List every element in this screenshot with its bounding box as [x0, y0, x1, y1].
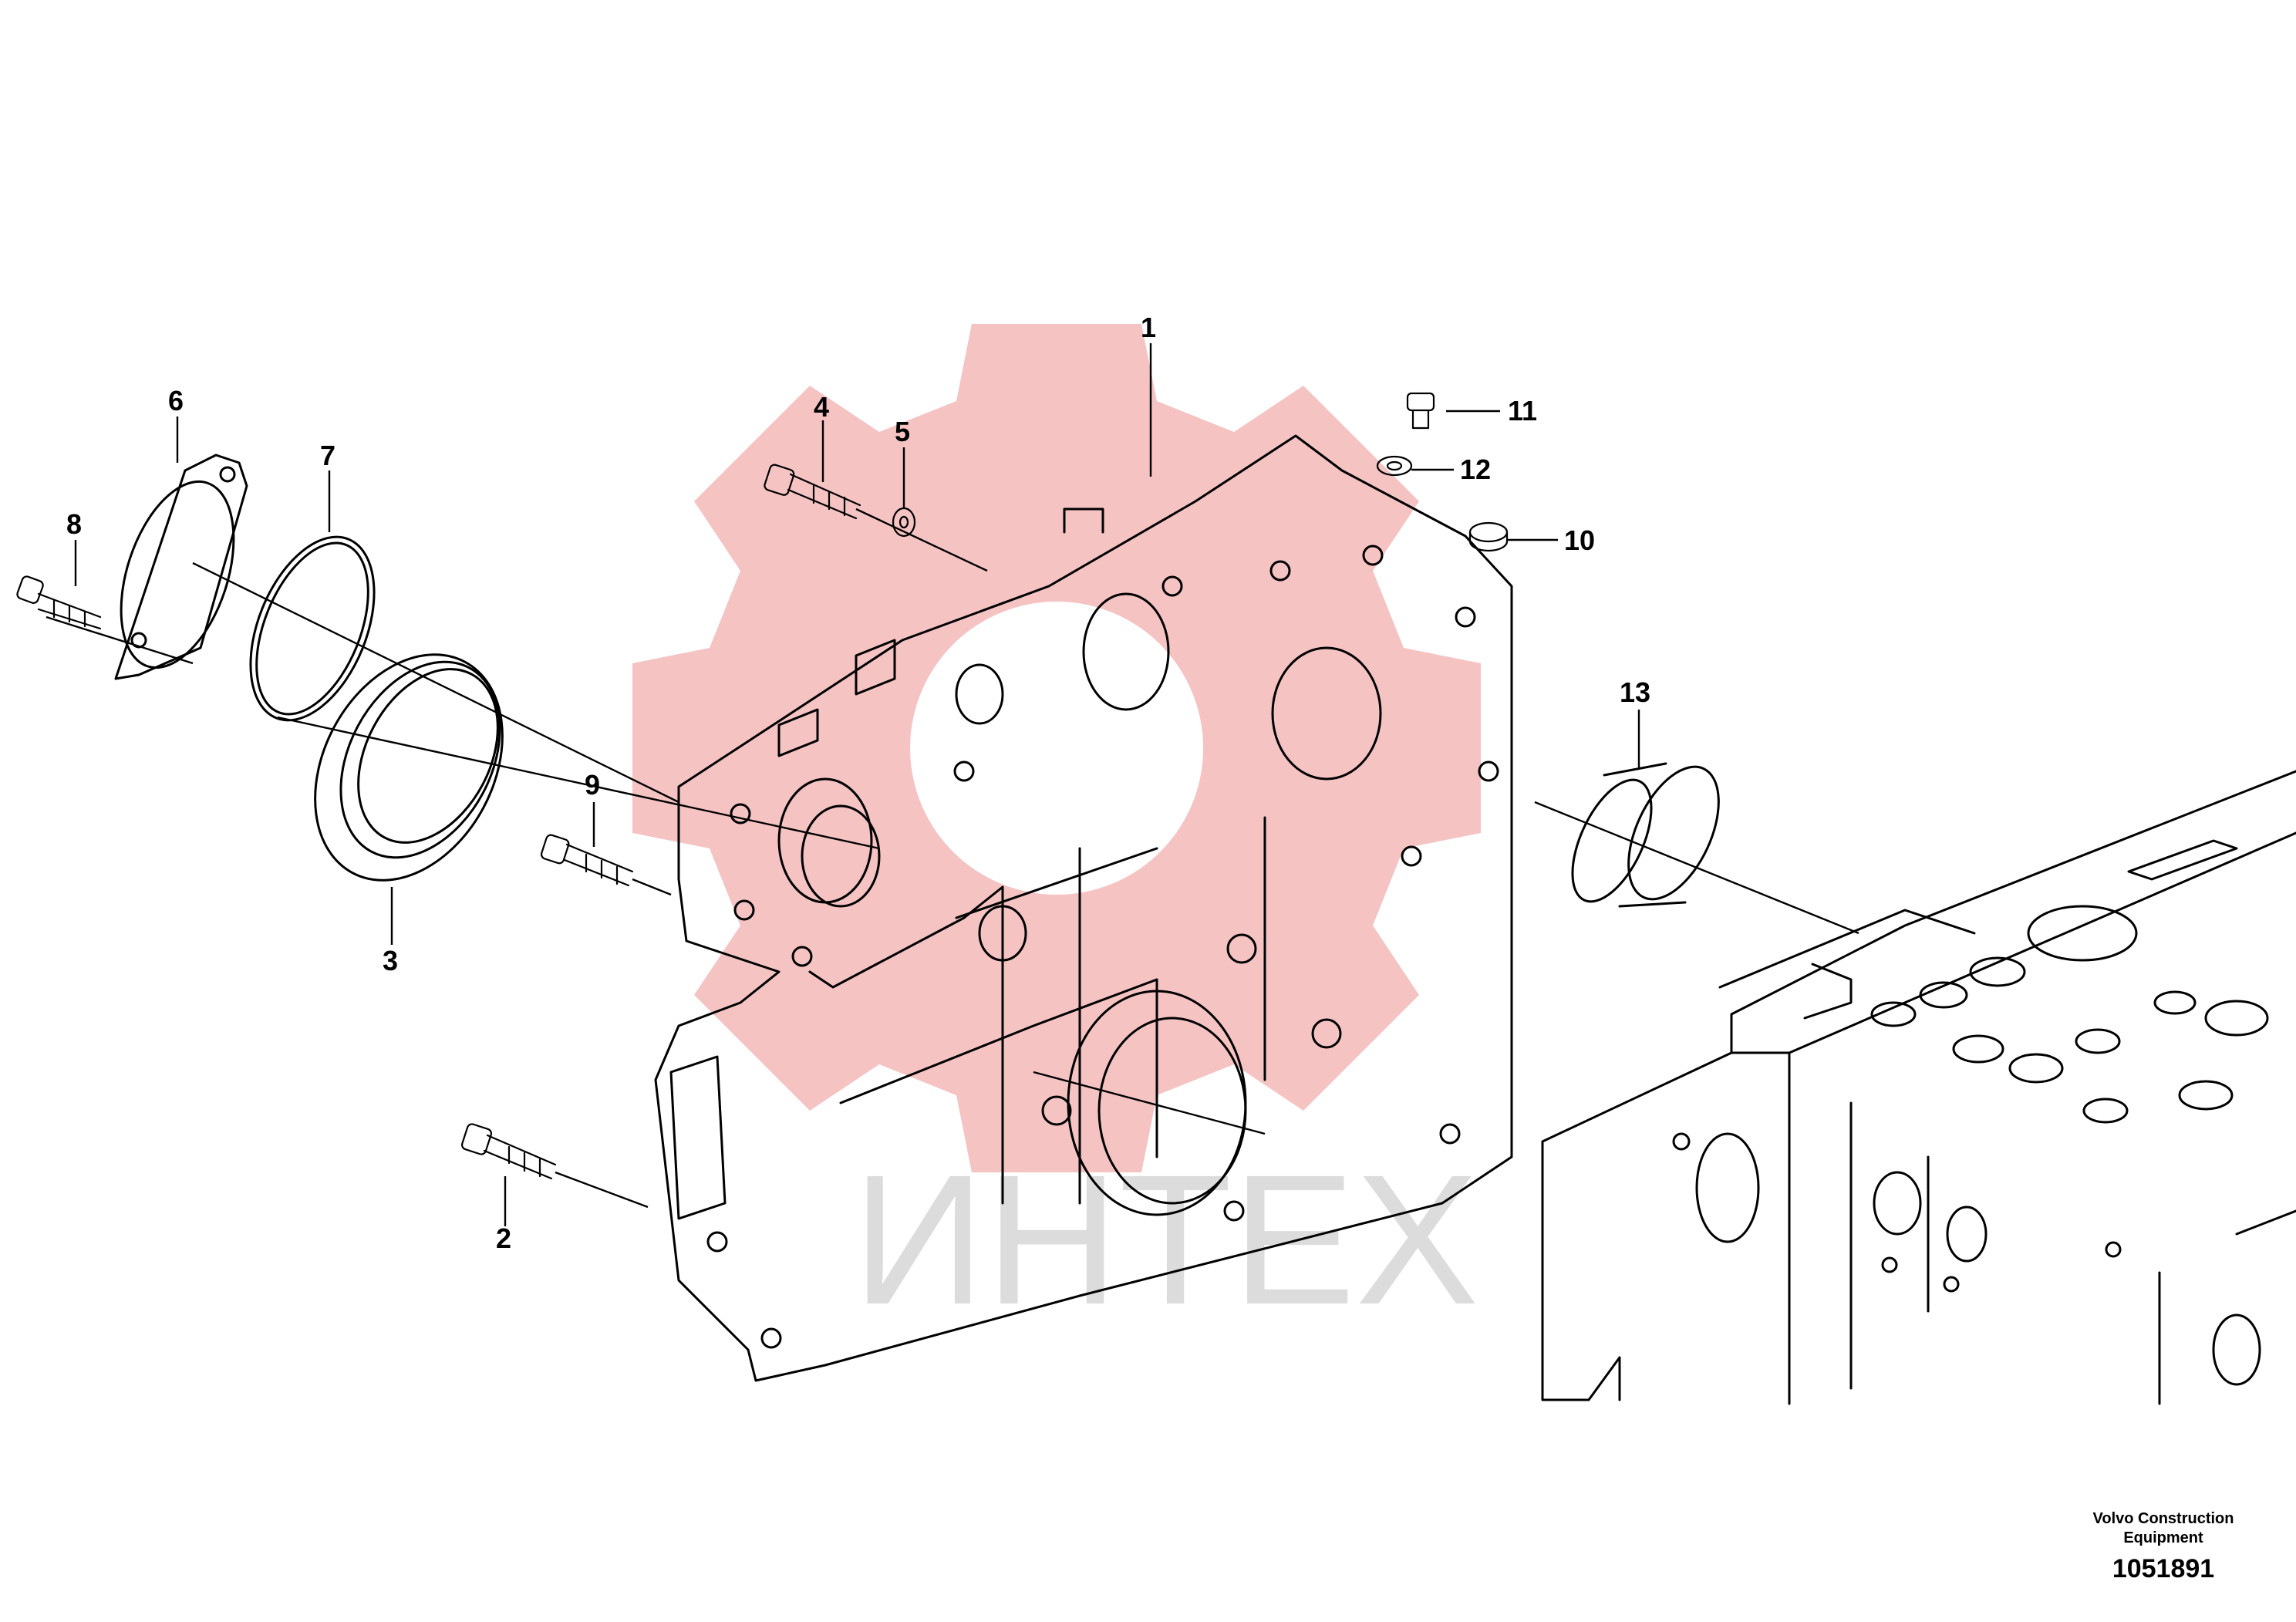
engine-block-drawing	[1541, 770, 2296, 1405]
callout-2: 2	[496, 1222, 511, 1254]
seal-ring-drawing	[314, 653, 504, 882]
watermark: ИНТЕХ	[632, 324, 1481, 1343]
bolt-2-drawing	[460, 1123, 557, 1180]
callout-12: 12	[1460, 454, 1491, 485]
bolt-4-drawing	[764, 464, 861, 520]
callout-8: 8	[66, 508, 82, 540]
plug-11-drawing	[1406, 392, 1435, 430]
callout-9: 9	[585, 769, 600, 801]
sleeve-drawing	[1571, 762, 1720, 908]
bolt-9-drawing	[540, 834, 634, 887]
plug-10-drawing	[1468, 521, 1509, 552]
callout-13: 13	[1620, 676, 1650, 708]
washer-12-drawing	[1376, 455, 1413, 477]
callout-7: 7	[320, 440, 335, 471]
title-block: Volvo Construction Equipment 1051891	[2093, 1510, 2234, 1583]
callout-labels: 1 2 3 4 5 6 7 8 9 10 11 12 13	[66, 312, 1650, 1254]
leader-lines	[46, 343, 1859, 1226]
timing-gear-casing-drawing	[654, 434, 1513, 1382]
callout-6: 6	[168, 385, 184, 416]
credit-line-1: Volvo Construction	[2093, 1510, 2234, 1527]
cover-plate-drawing	[114, 454, 248, 680]
callout-5: 5	[895, 416, 910, 447]
watermark-gear-icon	[632, 324, 1481, 1172]
credit-line-2: Equipment	[2123, 1529, 2203, 1546]
callout-1: 1	[1141, 312, 1156, 343]
o-ring-drawing	[249, 535, 376, 722]
callout-10: 10	[1564, 524, 1595, 556]
callout-11: 11	[1508, 395, 1537, 427]
watermark-text: ИНТЕХ	[852, 1136, 1479, 1343]
bolt-8-drawing	[16, 575, 102, 630]
callout-4: 4	[814, 391, 829, 423]
callout-3: 3	[383, 945, 398, 976]
drawing-number: 1051891	[2112, 1554, 2214, 1583]
